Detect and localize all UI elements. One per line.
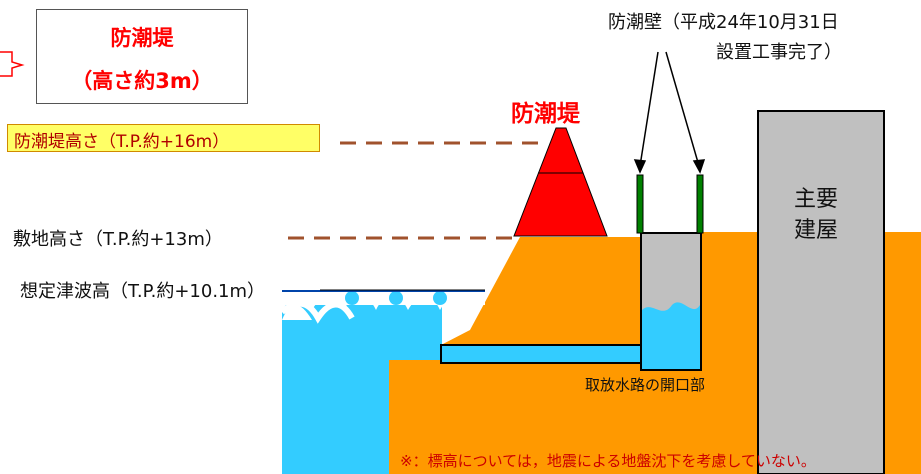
seawall-height-label: 防潮堤高さ（T.P.約+16m） — [7, 124, 320, 152]
sea-water — [280, 290, 485, 474]
protection-wall-left — [636, 174, 644, 234]
protection-wall-label-line2: 設置工事完了） — [716, 42, 842, 63]
intake-channel — [440, 232, 702, 371]
building-label-line1: 主要 — [794, 187, 839, 212]
callout-title: 防潮堤 — [110, 26, 174, 50]
protection-wall-label-line1: 防潮壁（平成24年10月31日 — [608, 12, 839, 33]
wall-label-arrows — [633, 51, 706, 174]
site-height-label: 敷地高さ（T.P.約+13m） — [13, 229, 223, 250]
seawall-callout-box: 防潮堤 （高さ約3m） — [36, 9, 248, 104]
main-building — [757, 110, 885, 474]
seawall-structure — [513, 127, 608, 237]
protection-wall-right — [696, 174, 704, 234]
callout-height: （高さ約3m） — [71, 69, 213, 93]
seawall-title: 防潮堤 — [511, 101, 580, 127]
callout-bracket — [0, 51, 25, 77]
channel-opening-label: 取放水路の開口部 — [585, 376, 706, 394]
tsunami-height-label: 想定津波高（T.P.約+10.1m） — [20, 281, 266, 302]
footnote: ※：標高については，地震による地盤沈下を考慮していない。 — [400, 452, 816, 470]
building-label-line2: 建屋 — [794, 218, 839, 243]
